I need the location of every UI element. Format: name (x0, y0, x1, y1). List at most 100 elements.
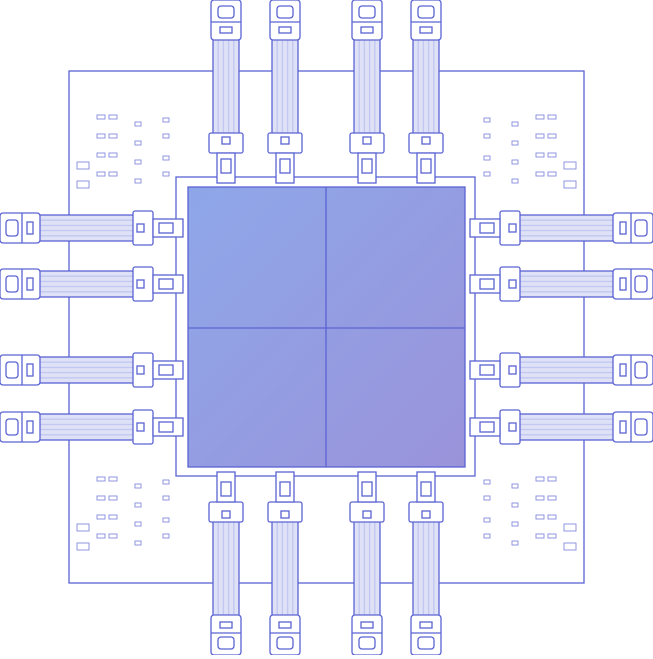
connector-socket (152, 218, 184, 238)
ribbon-cable (412, 515, 440, 622)
ribbon-connector-icon (0, 409, 184, 445)
smd-pad (511, 502, 519, 508)
chip-package-outline (175, 176, 476, 477)
connector-pin (278, 26, 292, 34)
connector-latch (276, 636, 294, 650)
connector-pin (419, 621, 433, 629)
socket-slot (479, 421, 495, 433)
socket-slot (279, 481, 291, 497)
connector-pin (360, 26, 374, 34)
connector-latch (5, 275, 19, 293)
circuit-board (68, 70, 585, 584)
connector-pin (419, 26, 433, 34)
connector-latch (417, 636, 435, 650)
connector-latch (634, 275, 648, 293)
smd-pad (563, 523, 577, 532)
connector-pin (619, 363, 627, 377)
smd-pad (96, 171, 106, 177)
smd-pad (108, 114, 118, 120)
connector-pin (219, 26, 233, 34)
socket-slot (420, 158, 432, 174)
ribbon-cable (212, 515, 240, 622)
smd-pad (563, 161, 577, 170)
connector-latch (217, 5, 235, 19)
connector-pin (26, 420, 34, 434)
ribbon-cable (33, 356, 140, 384)
smd-pad (134, 159, 142, 165)
connector-latch (5, 361, 19, 379)
plug-pin (280, 510, 290, 519)
socket-slot (479, 278, 495, 290)
smd-pad (483, 117, 491, 123)
ribbon-connector-icon (469, 210, 653, 246)
connector-socket (469, 360, 501, 380)
smd-pad (162, 479, 170, 485)
connector-plug (208, 501, 244, 523)
socket-slot (158, 421, 174, 433)
smd-pad (547, 533, 557, 539)
ribbon-cable (513, 356, 620, 384)
connector-pin (278, 621, 292, 629)
smd-pad (535, 133, 545, 139)
smd-pad (134, 540, 142, 546)
plug-pin (508, 223, 517, 233)
ribbon-connector-icon (0, 266, 184, 302)
smd-pad (96, 152, 106, 158)
connector-plug (499, 266, 521, 302)
ribbon-cable (412, 33, 440, 140)
smd-pad (547, 152, 557, 158)
plug-pin (136, 365, 145, 375)
connector-pin (26, 221, 34, 235)
connector-plug (349, 132, 385, 154)
connector-plug (499, 409, 521, 445)
socket-slot (220, 481, 232, 497)
smd-pad (162, 133, 170, 139)
smd-pad (563, 542, 577, 551)
smd-pad (535, 152, 545, 158)
ribbon-connector-icon (408, 0, 444, 184)
plug-pin (508, 279, 517, 289)
ribbon-connector-icon (469, 352, 653, 388)
connector-socket (469, 274, 501, 294)
smd-pad (511, 483, 519, 489)
ribbon-cable (353, 515, 381, 622)
connector-latch (276, 5, 294, 19)
connector-latch (217, 636, 235, 650)
connector-socket (152, 274, 184, 294)
smd-pad (483, 533, 491, 539)
smd-pad (76, 180, 90, 189)
smd-pad (108, 476, 118, 482)
connector-pin (26, 277, 34, 291)
connector-plug (267, 501, 303, 523)
smd-pad (108, 495, 118, 501)
connector-latch (358, 5, 376, 19)
connector-latch (634, 418, 648, 436)
smd-pad (76, 542, 90, 551)
smd-pad (511, 178, 519, 184)
ribbon-connector-icon (408, 471, 444, 656)
smd-pad (547, 133, 557, 139)
smd-pad (134, 502, 142, 508)
ribbon-cable (271, 33, 299, 140)
smd-pad (483, 133, 491, 139)
plug-pin (280, 136, 290, 145)
smd-pad (134, 121, 142, 127)
connector-plug (408, 501, 444, 523)
smd-pad (535, 495, 545, 501)
smd-pad (134, 140, 142, 146)
smd-pad (483, 517, 491, 523)
smd-pad (483, 171, 491, 177)
connector-latch (5, 418, 19, 436)
connector-socket (357, 471, 377, 503)
ribbon-cable (513, 214, 620, 242)
connector-socket (152, 360, 184, 380)
connector-latch (634, 361, 648, 379)
smd-pad (96, 495, 106, 501)
smd-pad (547, 514, 557, 520)
smd-pad (108, 533, 118, 539)
plug-pin (508, 422, 517, 432)
plug-pin (136, 422, 145, 432)
connector-socket (469, 218, 501, 238)
ribbon-connector-icon (469, 409, 653, 445)
